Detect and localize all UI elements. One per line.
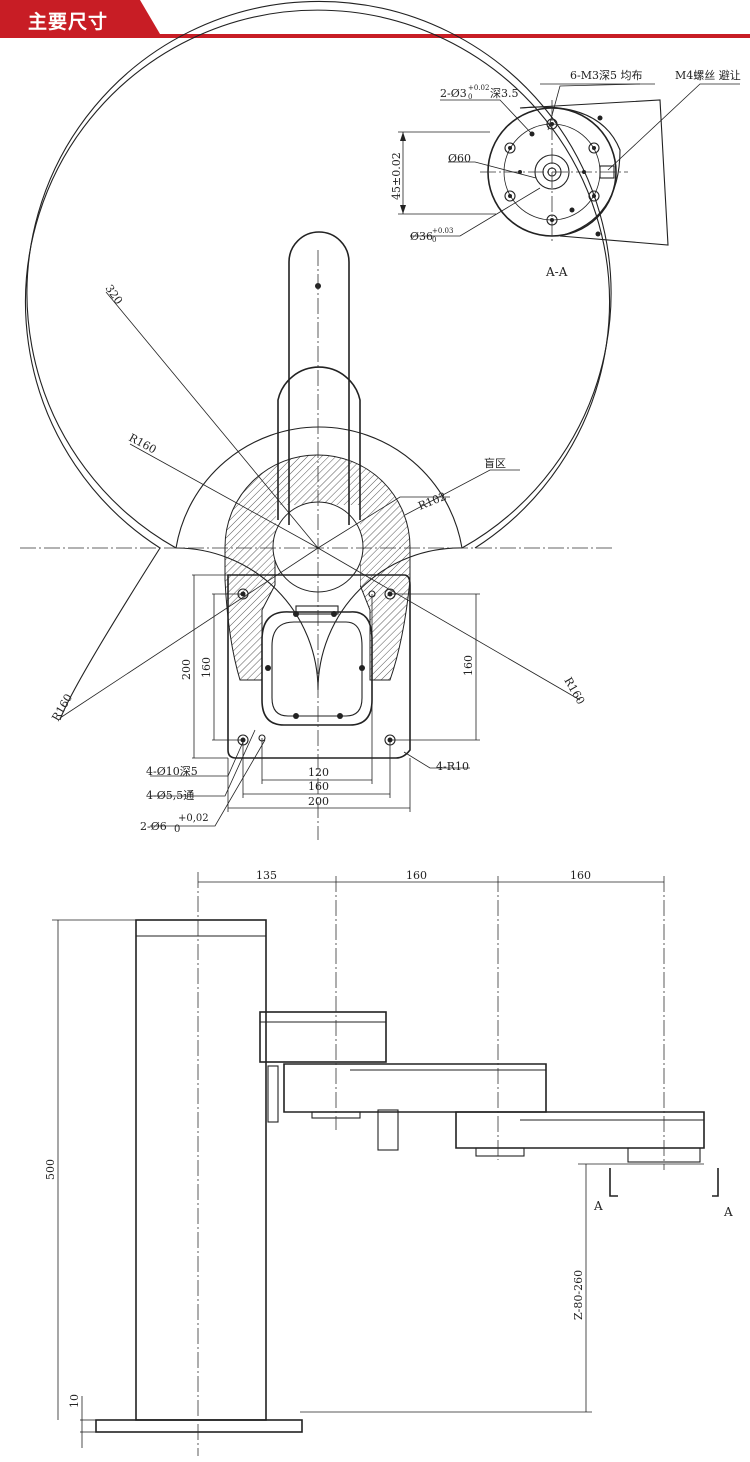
section-aa-view: 6-M3深5 均布 M4螺丝 避让 2-Ø3 +0.02 0 深3.5 Ø60 … [390, 68, 741, 279]
workspace-outer-arc [26, 0, 612, 549]
side-view: 135 160 160 500 10 Z-80-260 A A [44, 869, 733, 1456]
label-160-a: 160 [406, 869, 427, 882]
label-d60: Ø60 [448, 152, 471, 165]
label-45: 45±0.02 [390, 152, 403, 200]
label-320: 320 [103, 282, 126, 307]
section-arm-outline [519, 99, 669, 246]
header-tab-shape [0, 0, 160, 34]
leader-d36 [410, 187, 541, 237]
label-holes-6-tol-upper: +0,02 [178, 813, 209, 824]
workspace-inner-arc [175, 426, 463, 549]
label-pin-depth: 深3.5 [490, 87, 519, 100]
label-r160-right: R160 [561, 675, 587, 707]
leader-blind [404, 469, 520, 516]
label-160-b: 160 [570, 869, 591, 882]
leader-holes-6 [150, 739, 266, 827]
leader-holes-10 [150, 741, 244, 777]
arm1 [283, 1063, 547, 1113]
label-160-right: 160 [462, 655, 475, 676]
label-200-v: 200 [180, 659, 193, 680]
column [135, 919, 267, 1421]
header-tab [0, 0, 160, 34]
label-z-stroke: Z-80-260 [572, 1270, 585, 1320]
leader-r102 [317, 496, 450, 549]
label-pin-tol-lower: 0 [468, 93, 472, 101]
leader-d60 [448, 161, 537, 179]
label-d36: Ø36 [410, 230, 433, 243]
header-rule [0, 34, 750, 38]
leader-m3 [547, 83, 641, 131]
label-holes-6-tol-lower: 0 [174, 824, 180, 835]
leader-r160-right [317, 547, 581, 701]
label-160-h: 160 [308, 780, 329, 793]
label-holes-10: 4-Ø10深5 [146, 765, 198, 778]
label-10: 10 [68, 1394, 81, 1408]
label-blind-zone: 盲区 [484, 456, 506, 470]
leader-corner [403, 751, 470, 769]
label-135: 135 [256, 869, 277, 882]
label-m3-holes: 6-M3深5 均布 [570, 69, 642, 82]
leader-r160-left [59, 547, 319, 719]
leader-320 [105, 291, 319, 549]
label-500: 500 [44, 1159, 57, 1180]
label-section-a-right: A [723, 1205, 733, 1219]
section-mark-left [609, 1168, 618, 1197]
section-title: A-A [545, 265, 568, 279]
top-view: 320 R160 R102 盲区 R160 R160 200 160 160 1… [20, 0, 612, 840]
leader-pin [440, 99, 533, 135]
label-m4-screw: M4螺丝 避让 [675, 68, 741, 82]
label-160-v: 160 [200, 657, 213, 678]
base-plate [227, 574, 411, 759]
label-120: 120 [308, 766, 329, 779]
arm2 [455, 1111, 705, 1149]
label-holes-6: 2-Ø6 [140, 820, 167, 833]
label-pin-holes: 2-Ø3 [440, 87, 467, 100]
section-mark-right [712, 1168, 719, 1197]
base-flange [95, 1419, 303, 1433]
label-d36-tol-lower: 0 [432, 236, 436, 244]
joint1-block [259, 1011, 387, 1063]
label-r160-left: R160 [49, 692, 75, 724]
label-pin-tol-upper: +0.02 [468, 84, 489, 92]
leader-holes-55 [150, 729, 256, 797]
arm-inner [277, 366, 361, 520]
label-200-h: 200 [308, 795, 329, 808]
leader-r160 [129, 443, 319, 549]
header-title: 主要尺寸 [28, 11, 109, 33]
label-r160-inner: R160 [127, 431, 159, 456]
label-corner: 4-R10 [436, 760, 469, 773]
rear-cover [261, 611, 373, 726]
label-d36-tol-upper: +0.03 [432, 227, 453, 235]
label-holes-55: 4-Ø5,5通 [146, 789, 194, 802]
label-r102: R102 [416, 490, 448, 513]
label-section-a-left: A [593, 1199, 603, 1213]
leader-m4 [607, 83, 740, 171]
arm-outer [288, 231, 350, 525]
m4-screw-relief [599, 165, 615, 179]
